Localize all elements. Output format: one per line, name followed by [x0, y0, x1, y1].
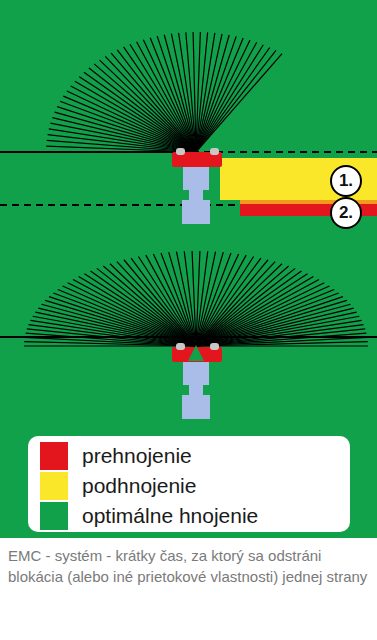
- legend-row: prehnojenie: [40, 442, 192, 470]
- tractor-body: [182, 166, 210, 224]
- spread-line: [75, 81, 196, 152]
- field-ground: [0, 0, 377, 538]
- lower-spread-fan: [24, 251, 368, 346]
- spread-line: [169, 252, 196, 346]
- spread-line: [196, 48, 270, 152]
- spread-line: [49, 297, 196, 346]
- spread-line: [179, 33, 196, 152]
- legend-swatch: [40, 442, 68, 470]
- spread-line: [89, 68, 196, 152]
- upper-spread-fan: [46, 32, 282, 152]
- direction-arrow: [188, 345, 204, 361]
- spread-line: [153, 254, 196, 346]
- callout-number: 1.: [331, 166, 361, 196]
- legend-swatch: [40, 502, 68, 530]
- tractor-spreader: [172, 343, 222, 419]
- underfertilized-band: [220, 158, 377, 200]
- spread-line: [171, 34, 196, 152]
- callout-circle: [331, 166, 361, 196]
- spread-line: [196, 293, 339, 346]
- spread-line: [193, 32, 196, 152]
- spread-line: [184, 251, 196, 346]
- legend-text: prehnojenie: [82, 444, 192, 468]
- spread-line: [130, 44, 196, 152]
- spread-line: [196, 40, 250, 152]
- spread-line: [110, 264, 196, 346]
- spread-line: [146, 255, 196, 346]
- spread-line: [196, 54, 282, 152]
- spread-line: [196, 337, 367, 346]
- spread-line: [137, 42, 196, 152]
- spread-line: [176, 252, 196, 346]
- spread-line: [196, 345, 368, 346]
- spread-line: [196, 274, 308, 346]
- legend-text: optimálne hnojenie: [82, 504, 258, 528]
- tractor-body: [182, 361, 210, 419]
- legend-row: podhnojenie: [40, 472, 196, 500]
- boundary-line: [0, 151, 180, 153]
- legend-box: prehnojenie podhnojenie optimálne hnojenie: [28, 436, 350, 532]
- caption: EMC - systém - krátky čas, za ktorý sa o…: [8, 546, 368, 587]
- spread-line: [196, 342, 368, 346]
- spread-line: [196, 45, 263, 152]
- spread-line: [196, 50, 276, 152]
- spreader-disc: [210, 343, 219, 350]
- spread-line: [150, 38, 196, 152]
- legend-row: optimálne hnojenie: [40, 502, 258, 530]
- callout-circle: [331, 198, 361, 228]
- boundary-line: [0, 336, 377, 338]
- spread-line: [84, 72, 196, 152]
- spread-line: [157, 36, 196, 152]
- spreader-disc: [210, 148, 219, 155]
- spreader-disc: [176, 148, 185, 155]
- legend-text: podhnojenie: [82, 474, 196, 498]
- spreader-disc: [176, 343, 185, 350]
- spread-line: [196, 264, 282, 346]
- spread-line: [192, 251, 196, 346]
- legend-swatch: [40, 472, 68, 500]
- callout-number: 2.: [331, 198, 361, 228]
- spread-line: [45, 300, 196, 346]
- spread-line: [105, 56, 196, 152]
- spread-line: [196, 36, 236, 152]
- spread-line: [117, 50, 196, 152]
- spread-line: [124, 260, 196, 346]
- spread-line: [186, 32, 196, 152]
- tractor-spreader: [172, 148, 222, 224]
- spread-line: [196, 42, 257, 152]
